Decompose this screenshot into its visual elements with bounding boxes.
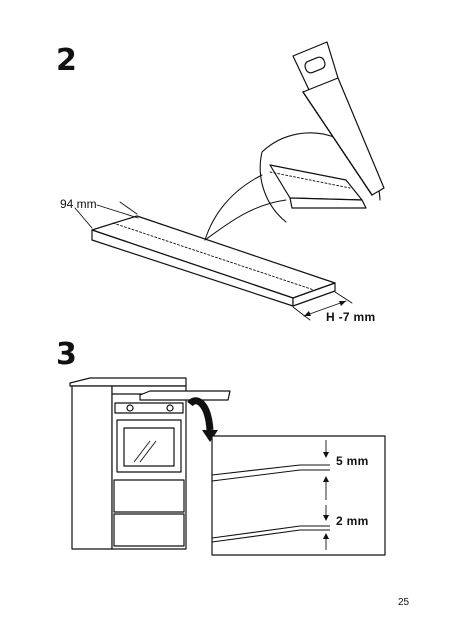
magnifier-leader [204,174,263,241]
top-gap-label: 5 mm [336,454,369,468]
magnified-detail [259,132,381,223]
page-number: 25 [398,597,410,608]
gap-detail-box [211,435,386,556]
bottom-gap-label: 2 mm [336,514,369,528]
handsaw [292,41,385,196]
insert-arrow [187,397,214,431]
width-dimension [74,201,139,229]
length-dimension-label: H -7 mm [326,310,376,324]
step-number-2: 2 [56,43,77,78]
trim-strip [139,390,231,401]
length-dimension [292,291,353,321]
oven-cabinet [69,377,187,550]
step-3-illustration [69,377,386,556]
step-2-illustration [74,41,385,321]
gap-dimensions [323,440,329,550]
width-dimension-label: 94 mm [60,197,97,211]
trim-board [91,215,336,307]
step-number-3: 3 [56,337,77,372]
